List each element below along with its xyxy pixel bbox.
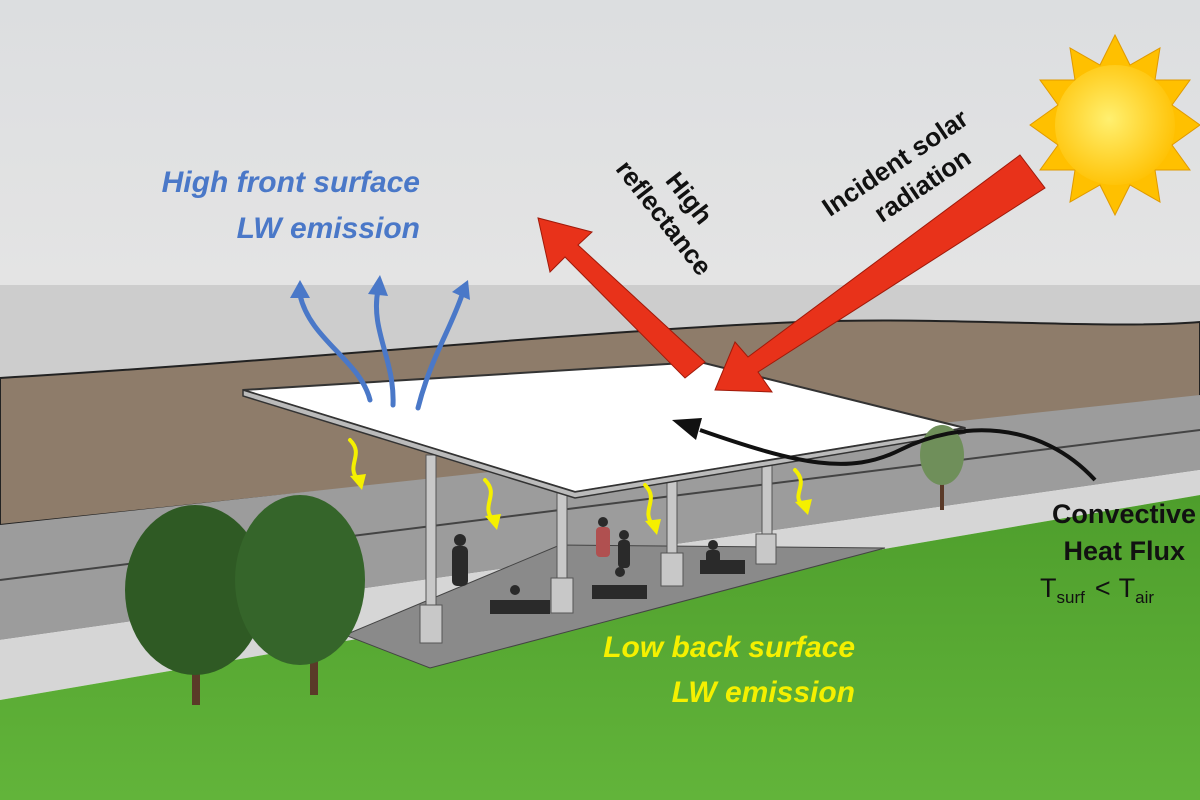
back-emission-label-2: LW emission — [672, 676, 855, 709]
reflectance-arrow — [537, 217, 706, 379]
convective-label: Convective — [1052, 499, 1196, 529]
canopy-edge — [242, 388, 966, 499]
front-emission-arrows — [290, 275, 470, 411]
sky — [0, 0, 1200, 285]
convective-arrowhead — [672, 418, 702, 440]
trees — [125, 425, 964, 705]
platform — [343, 544, 886, 669]
back-emission-label: Low back surface — [603, 631, 855, 664]
front-emission-label-2: LW emission — [237, 212, 420, 245]
front-emission-label: High front surface — [162, 166, 420, 199]
convective-label-2: Heat Flux — [1063, 536, 1185, 566]
convective-arrow — [699, 428, 1097, 482]
people — [452, 517, 745, 614]
temperature-relation: Tsurf<Tair — [1040, 573, 1154, 607]
incident-solar-arrow — [714, 154, 1046, 393]
canopy-posts — [419, 454, 777, 644]
back-emission-arrows — [348, 438, 812, 535]
grass — [0, 495, 1200, 800]
sun-icon — [1029, 33, 1200, 217]
